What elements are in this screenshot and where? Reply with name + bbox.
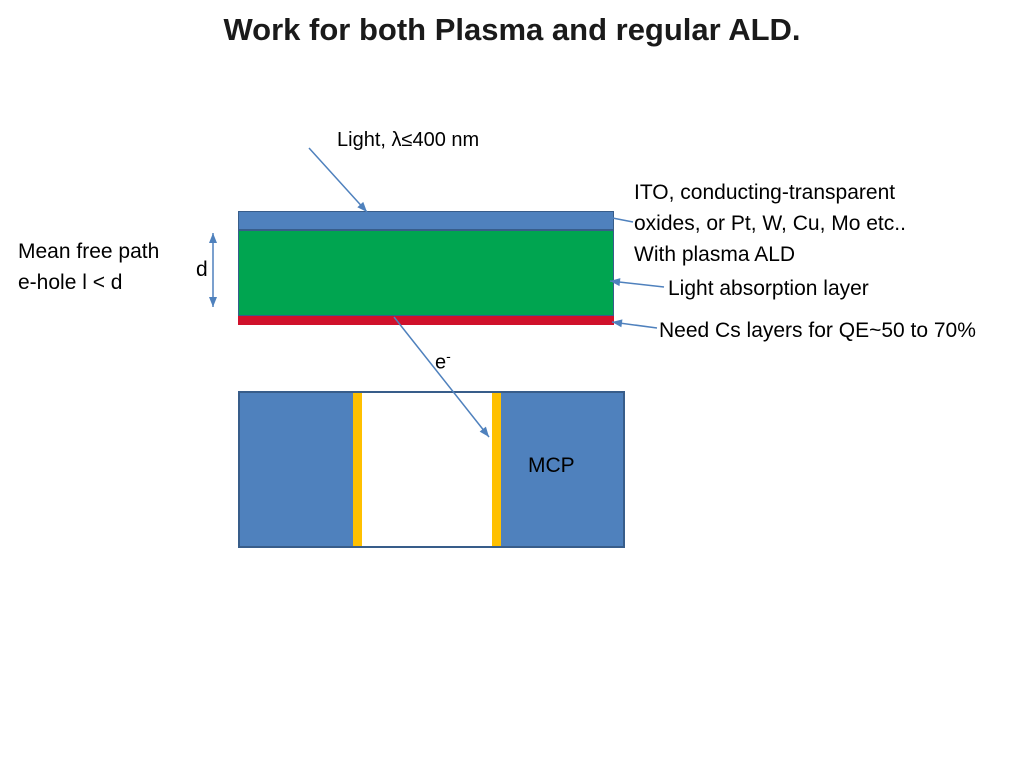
- d-label: d: [196, 258, 208, 281]
- cs-pointer-arrow: [611, 319, 658, 329]
- mcp-right-stripe: [492, 393, 501, 546]
- light-arrow: [308, 147, 368, 213]
- mcp-left-block: [240, 393, 353, 546]
- ito-layer-rect: [238, 211, 614, 230]
- mcp-label: MCP: [528, 454, 575, 477]
- light-label: Light, λ≤400 nm: [337, 129, 480, 151]
- mean-free-path-line2: e-hole l < d: [18, 271, 123, 294]
- slide-title: Work for both Plasma and regular ALD.: [223, 12, 801, 47]
- electron-label-base: e: [435, 351, 447, 374]
- mean-free-path-line1: Mean free path: [18, 240, 160, 263]
- electron-label: e-: [435, 341, 451, 379]
- ito-note-line3: With plasma ALD: [634, 243, 796, 266]
- ito-note-line2: oxides, or Pt, W, Cu, Mo etc..: [634, 212, 906, 235]
- absorption-layer-rect: [238, 230, 614, 316]
- mcp-left-stripe: [353, 393, 362, 546]
- mcp-channel-gap: [362, 393, 492, 546]
- ito-note-line1: ITO, conducting-transparent: [634, 181, 896, 204]
- mean-free-path-label: Mean free path e-hole l < d: [18, 236, 159, 298]
- electron-label-sup: -: [446, 348, 451, 364]
- cs-label: Need Cs layers for QE~50 to 70%: [659, 319, 976, 342]
- ito-note: ITO, conducting-transparent oxides, or P…: [634, 177, 906, 270]
- absorption-pointer-arrow: [609, 278, 665, 288]
- mcp-right-block: [501, 393, 623, 546]
- cs-layer-rect: [238, 316, 614, 325]
- absorption-label: Light absorption layer: [668, 277, 869, 300]
